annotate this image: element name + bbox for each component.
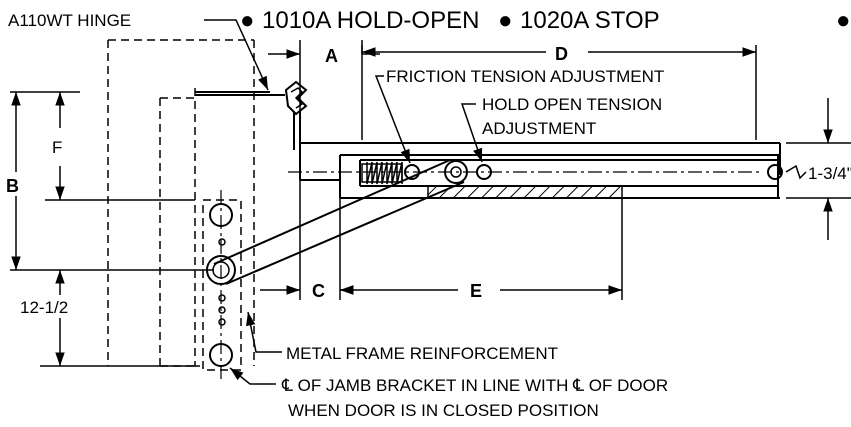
dimension-b: B	[6, 91, 214, 271]
dimension-f: F	[52, 92, 65, 200]
header-bullet-1: ●	[240, 7, 255, 34]
dim-b-label: B	[6, 176, 19, 196]
dimension-e: E	[340, 198, 623, 301]
jamb-label-line-1: ℄ OF JAMB BRACKET IN LINE WITH ℄ OF DOOR	[281, 376, 668, 395]
header-model-1010a: 1010A HOLD-OPEN	[262, 7, 479, 34]
dim-12-1-2-label: 12-1/2	[20, 298, 68, 317]
tension-spring	[361, 161, 403, 185]
jamb-frame-outline	[107, 39, 255, 367]
friction-label: FRICTION TENSION ADJUSTMENT	[386, 67, 664, 86]
dimension-a: A	[268, 40, 380, 110]
header-model-1020a: 1020A STOP	[520, 7, 660, 34]
hold-open-label-line-1: HOLD OPEN TENSION	[482, 95, 662, 114]
dim-e-label: E	[470, 281, 482, 301]
header-bullet-3: ●	[836, 7, 851, 34]
hold-open-label-line-2: ADJUSTMENT	[482, 119, 596, 138]
dimension-c: C	[260, 180, 354, 301]
dimension-d: D	[361, 44, 757, 140]
hinge	[195, 80, 308, 116]
dim-1-3-4-label: 1-3/4"	[808, 164, 851, 183]
friction-callout: FRICTION TENSION ADJUSTMENT	[374, 67, 664, 164]
dimension-12-1-2: 12-1/2	[20, 270, 200, 367]
header-row: ● 1010A HOLD-OPEN ● 1020A STOP ●	[240, 7, 851, 34]
jamb-label-line-2: WHEN DOOR IS IN CLOSED POSITION	[288, 401, 599, 420]
metal-frame-reinforcement	[202, 199, 242, 371]
jamb-bracket	[206, 190, 236, 380]
hold-open-callout: HOLD OPEN TENSION ADJUSTMENT	[460, 95, 662, 163]
hold-open-adjustment-pin	[476, 164, 492, 180]
dim-d-label: D	[555, 44, 568, 64]
dim-f-label: F	[52, 138, 62, 157]
arm-link	[213, 159, 465, 285]
hinge-callout: A110WT HINGE	[8, 11, 269, 91]
jamb-callout: ℄ OF JAMB BRACKET IN LINE WITH ℄ OF DOOR…	[229, 367, 668, 420]
arm-pivot-center	[450, 166, 462, 178]
dim-a-label: A	[325, 46, 338, 66]
friction-adjustment-pin	[404, 164, 420, 180]
metal-frame-label: METAL FRAME REINFORCEMENT	[286, 344, 558, 363]
door-frame	[293, 110, 781, 181]
dim-c-label: C	[312, 281, 325, 301]
dimension-1-3-4: 1-3/4"	[785, 98, 851, 240]
hinge-label: A110WT HINGE	[8, 11, 131, 30]
header-bullet-2: ●	[498, 7, 513, 34]
arm-pivot	[444, 160, 468, 184]
metal-frame-callout: METAL FRAME REINFORCEMENT	[246, 311, 558, 363]
